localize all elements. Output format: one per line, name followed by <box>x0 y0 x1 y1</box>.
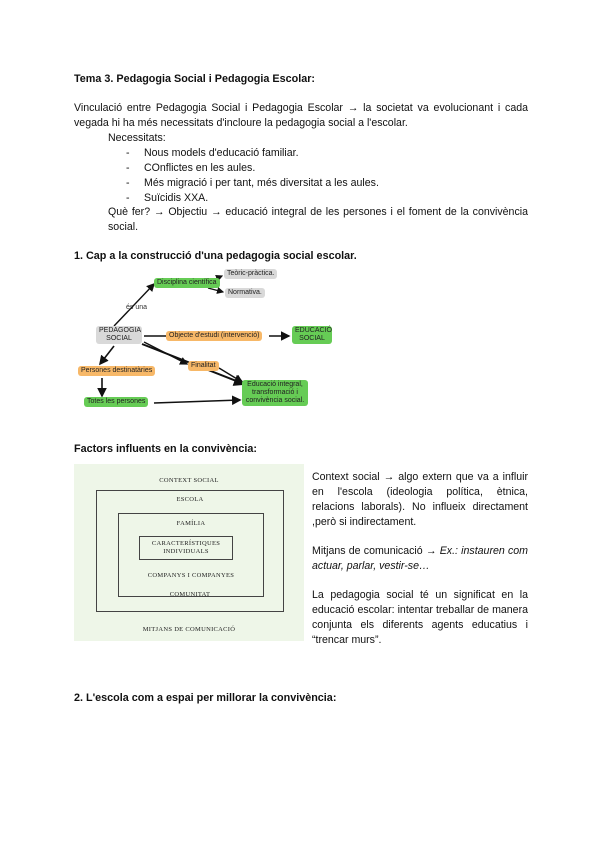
factors-title: Factors influents en la convivència: <box>74 443 257 455</box>
node-disciplina-cientifica: Disciplina científica <box>154 278 220 288</box>
list-item: Suïcidis XXA. <box>126 191 506 206</box>
list-item: Nous models d'educació familiar. <box>126 146 506 161</box>
label-context-social: CONTEXT SOCIAL <box>159 477 219 484</box>
factors-diagram: CONTEXT SOCIAL ESCOLA FAMÍLIA CARACTERÍS… <box>74 464 304 641</box>
que-fer-paragraph: Què fer? → Objectiu → educació integral … <box>108 206 528 233</box>
mitjans-paragraph: Mitjans de comunicació → Ex.: instauren … <box>312 544 528 574</box>
context-paragraph: Context social → algo extern que va a in… <box>312 471 528 528</box>
section2-title: 2. L'escola com a espai per millorar la … <box>74 692 337 704</box>
node-normativa: Normativa. <box>225 288 265 298</box>
node-educacio-social: EDUCACIÓ SOCIAL <box>292 326 332 344</box>
list-item: COnflictes en les aules. <box>126 161 506 176</box>
box-caracteristiques: CARACTERÍSTIQUES INDIVIDUALS <box>139 536 233 560</box>
mitjans-example: Ex.: instauren com actuar, parlar, vesti… <box>312 545 528 572</box>
label-es-una: és una <box>126 304 148 311</box>
node-educacio-integral: Educació integral, transformació i convi… <box>242 380 308 406</box>
mitjans-prefix: Mitjans de comunicació → <box>312 545 440 557</box>
intro-paragraph: Vinculació entre Pedagogia Social i Peda… <box>74 102 528 129</box>
pedagogia-paragraph: La pedagogia social té un significat en … <box>312 589 528 646</box>
concept-map: Disciplina científica Teòric-pràctica. N… <box>74 264 344 418</box>
node-teoric-practica: Teòric-pràctica. <box>224 269 278 279</box>
concept-map-arrows <box>97 275 291 406</box>
necessitats-list: Nous models d'educació familiar. COnflic… <box>126 146 506 206</box>
label-caracteristiques: CARACTERÍSTIQUES INDIVIDUALS <box>151 540 221 555</box>
box-escola: ESCOLA FAMÍLIA CARACTERÍSTIQUES INDIVIDU… <box>96 490 284 612</box>
node-objecte-estudi: Objecte d'estudi (intervenció) <box>166 331 263 341</box>
node-totes-persones: Totes les persones <box>84 397 149 407</box>
label-mitjans-comunicacio: MITJANS DE COMUNICACIÓ <box>142 626 236 633</box>
node-pedagogia-social: PEDAGOGIA SOCIAL <box>96 326 142 344</box>
section1-title: 1. Cap a la construcció d'una pedagogia … <box>74 250 357 262</box>
label-escola: ESCOLA <box>176 496 204 503</box>
label-comunitat: COMUNITAT <box>169 591 211 598</box>
node-persones-destinataries: Persones destinatàries <box>78 366 156 376</box>
box-familia: FAMÍLIA CARACTERÍSTIQUES INDIVIDUALS COM… <box>118 513 264 597</box>
necessitats-label: Necessitats: <box>108 132 166 144</box>
label-companys: COMPANYS I COMPANYES <box>147 572 235 579</box>
page-title: Tema 3. Pedagogia Social i Pedagogia Esc… <box>74 73 316 85</box>
list-item: Més migració i per tant, més diversitat … <box>126 176 506 191</box>
node-finalitat: Finalitat <box>188 361 219 371</box>
label-familia: FAMÍLIA <box>176 520 206 527</box>
